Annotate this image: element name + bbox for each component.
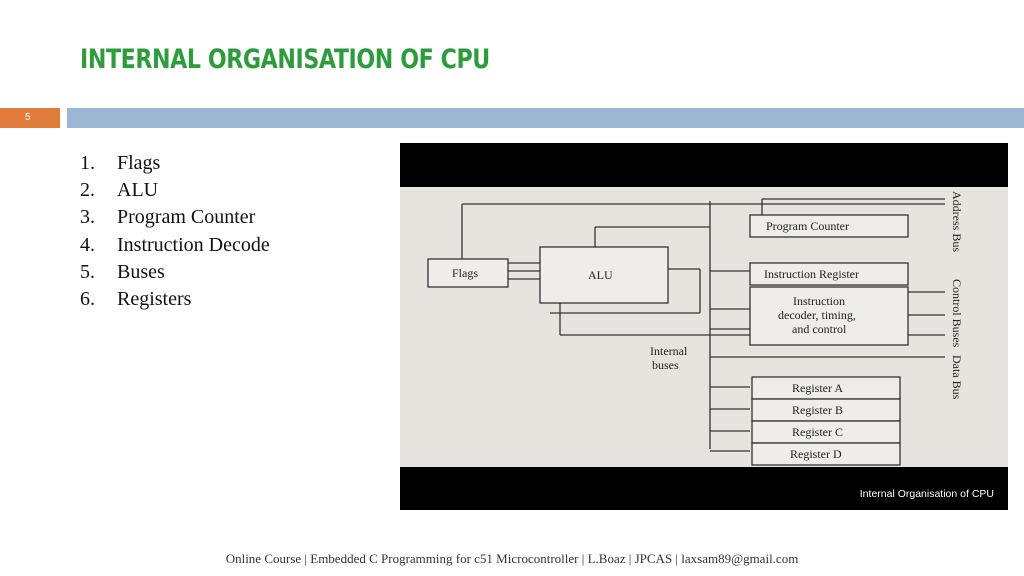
diagram-label: Register D (790, 447, 842, 461)
diagram-label: Register A (792, 381, 843, 395)
diagram-label: and control (792, 322, 847, 336)
diagram-label: buses (652, 358, 679, 372)
figure-caption: Internal Organisation of CPU (859, 488, 994, 500)
list-item: 2.ALU (80, 179, 159, 202)
alu-box (539, 246, 669, 304)
diagram-label: Register C (792, 425, 843, 439)
cpu-diagram: Flags ALU Program Counter Instruction Re… (400, 187, 1008, 467)
diagram-label: Instruction (793, 294, 845, 308)
slide-title: INTERNAL ORGANISATION OF CPU (80, 44, 490, 75)
flags-label: Flags (452, 266, 478, 280)
data-bus-label: Data Bus (950, 355, 964, 400)
cpu-diagram-figure: Flags ALU Program Counter Instruction Re… (400, 143, 1008, 510)
slide-number: 5 (0, 108, 60, 128)
instruction-decoder-box (749, 286, 909, 346)
list-item: 1.Flags (80, 152, 161, 174)
diagram-label: decoder, timing, (778, 308, 856, 322)
header-rule (67, 108, 1024, 128)
internal-buses-label: Internal (650, 344, 688, 358)
footer: Online Course | Embedded C Programming f… (225, 551, 799, 566)
list-item: 6.Registers (80, 288, 192, 311)
flags-box (427, 258, 509, 288)
alu-label: ALU (588, 268, 613, 282)
register-d-box (751, 442, 901, 466)
program-counter-label: Program Counter (766, 219, 849, 233)
program-counter-box (749, 214, 909, 238)
list-item: 3.Program Counter (80, 206, 256, 229)
list-item: 4.Instruction Decode (80, 233, 270, 256)
topic-list: 1.Flags 2.ALU 3.Program Counter 4.Instru… (80, 150, 270, 313)
diagram-label: Register B (792, 403, 843, 417)
instruction-register-label: Instruction Register (764, 267, 859, 281)
control-bus-label: Control Buses (950, 279, 964, 348)
list-item: 5.Buses (80, 260, 165, 283)
address-bus-label: Address Bus (950, 191, 964, 252)
instruction-register-box (749, 262, 909, 286)
